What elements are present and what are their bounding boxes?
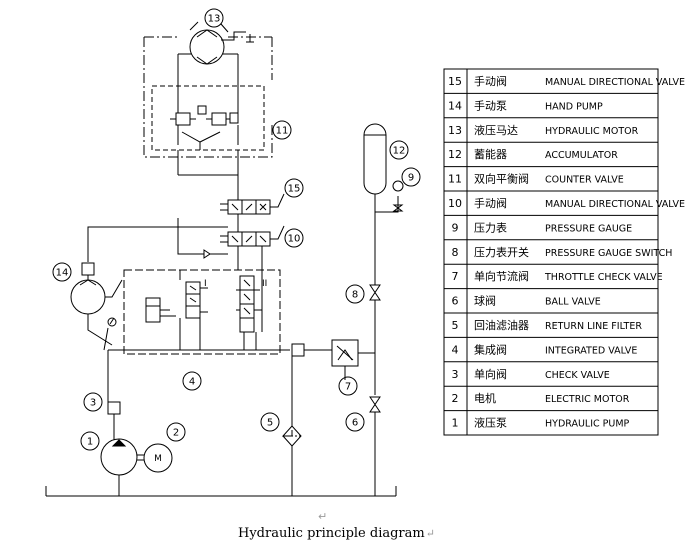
legend-row: 9 压力表 PRESSURE GAUGE: [452, 220, 633, 234]
legend-chinese-name: 手动阀: [474, 74, 507, 88]
legend-english-name: RETURN LINE FILTER: [545, 321, 642, 332]
callout-9: 9: [408, 173, 414, 184]
legend-chinese-name: 双向平衡阀: [474, 172, 529, 186]
legend-chinese-name: 液压泵: [474, 416, 507, 430]
legend-english-name: ACCUMULATOR: [545, 150, 618, 161]
valve-block-label-ii: II: [262, 279, 267, 289]
callout-14: 14: [56, 268, 69, 279]
legend-number: 6: [452, 295, 459, 308]
callout-5: 5: [267, 418, 273, 429]
hand-pump-symbol: [70, 279, 106, 315]
callout-6: 6: [352, 418, 358, 429]
legend-row: 5 回油滤油器 RETURN LINE FILTER: [452, 318, 643, 332]
callout-10: 10: [288, 234, 301, 245]
legend-number: 13: [448, 124, 462, 137]
legend-chinese-name: 蓄能器: [474, 147, 507, 161]
legend-row: 4 集成阀 INTEGRATED VALVE: [452, 342, 638, 356]
legend-chinese-name: 单向阀: [474, 367, 507, 381]
legend-english-name: BALL VALVE: [545, 297, 601, 308]
callout-15: 15: [288, 184, 301, 195]
check-valve-symbol: [107, 401, 121, 415]
legend-number: 1: [452, 417, 459, 430]
legend-english-name: THROTTLE CHECK VALVE: [544, 272, 663, 283]
callout-12: 12: [393, 146, 406, 157]
legend-chinese-name: 单向节流阀: [474, 269, 529, 283]
valve-block-label-i: I: [204, 279, 207, 289]
legend-english-name: ELECTRIC MOTOR: [545, 394, 630, 405]
legend-row: 3 单向阀 CHECK VALVE: [452, 367, 610, 381]
electric-motor-symbol: [143, 443, 173, 473]
legend-number: 15: [448, 75, 462, 88]
legend-row: 2 电机 ELECTRIC MOTOR: [452, 391, 630, 405]
legend-number: 14: [448, 99, 462, 112]
legend-english-name: HYDRAULIC MOTOR: [545, 126, 639, 137]
callout-labels: 13 11 15 10 14 12 9 8 7 6 5 4 3 2 1: [56, 14, 415, 448]
integrated-valve-frame: [123, 269, 281, 355]
legend-chinese-name: 手动泵: [474, 98, 507, 112]
legend-row: 1 液压泵 HYDRAULIC PUMP: [452, 416, 630, 430]
legend-chinese-name: 手动阀: [474, 196, 507, 210]
legend-row: 6 球阀 BALL VALVE: [452, 294, 601, 308]
callout-2: 2: [173, 428, 179, 439]
paragraph-mark: ↵: [318, 510, 328, 523]
legend-english-name: PRESSURE GAUGE SWITCH: [545, 248, 672, 259]
legend-row: 14 手动泵 HAND PUMP: [448, 98, 603, 112]
callout-13: 13: [208, 14, 221, 25]
legend-number: 3: [452, 368, 459, 381]
diagram-caption: Hydraulic principle diagram↵: [238, 526, 438, 541]
counter-valve-frame: [151, 85, 265, 151]
legend-chinese-name: 集成阀: [474, 342, 507, 356]
legend-chinese-name: 球阀: [474, 294, 496, 308]
legend-number: 8: [452, 246, 459, 259]
legend-english-name: PRESSURE GAUGE: [545, 223, 632, 234]
legend-number: 2: [452, 392, 459, 405]
callout-7: 7: [345, 382, 351, 393]
legend-english-name: HAND PUMP: [545, 101, 603, 112]
return-mark: ↵: [425, 527, 435, 540]
legend-chinese-name: 液压马达: [474, 123, 518, 137]
legend-number: 5: [452, 319, 459, 332]
legend-number: 9: [452, 221, 459, 234]
callout-1: 1: [87, 437, 93, 448]
legend-english-name: HYDRAULIC PUMP: [545, 419, 630, 430]
legend-number: 10: [448, 197, 462, 210]
legend-chinese-name: 压力表: [474, 220, 507, 234]
legend-row: 13 液压马达 HYDRAULIC MOTOR: [448, 123, 639, 137]
legend-english-name: COUNTER VALVE: [545, 175, 624, 186]
callout-3: 3: [90, 398, 96, 409]
legend-number: 7: [452, 270, 459, 283]
legend-border: [443, 68, 659, 436]
legend-chinese-name: 电机: [474, 391, 496, 405]
pressure-gauge-symbol: [392, 180, 404, 192]
legend-chinese-name: 压力表开关: [474, 245, 529, 259]
legend-english-name: CHECK VALVE: [545, 370, 610, 381]
legend-english-name: MANUAL DIRECTIONAL VALVE: [545, 199, 685, 210]
legend-number: 4: [452, 343, 459, 356]
hand-pump-port: [81, 262, 95, 276]
legend-number: 12: [448, 148, 462, 161]
legend-row: 12 蓄能器 ACCUMULATOR: [448, 147, 618, 161]
callout-11: 11: [276, 126, 289, 137]
legend-row: 15 手动阀 MANUAL DIRECTIONAL VALVE: [448, 74, 685, 88]
legend-english-name: MANUAL DIRECTIONAL VALVE: [545, 77, 685, 88]
legend-chinese-name: 回油滤油器: [474, 318, 529, 332]
legend-row: 7 单向节流阀 THROTTLE CHECK VALVE: [452, 269, 663, 283]
legend-number: 11: [448, 173, 462, 186]
legend-row: 11 双向平衡阀 COUNTER VALVE: [448, 172, 624, 186]
legend-english-name: INTEGRATED VALVE: [545, 345, 637, 356]
caption-text: Hydraulic principle diagram: [238, 526, 425, 541]
legend-row: 10 手动阀 MANUAL DIRECTIONAL VALVE: [448, 196, 685, 210]
callout-4: 4: [189, 377, 195, 388]
electric-motor-letter: M: [154, 454, 162, 464]
callout-8: 8: [352, 290, 358, 301]
hydraulic-motor-symbol: [189, 29, 225, 65]
legend-row: 8 压力表开关 PRESSURE GAUGE SWITCH: [452, 245, 673, 259]
